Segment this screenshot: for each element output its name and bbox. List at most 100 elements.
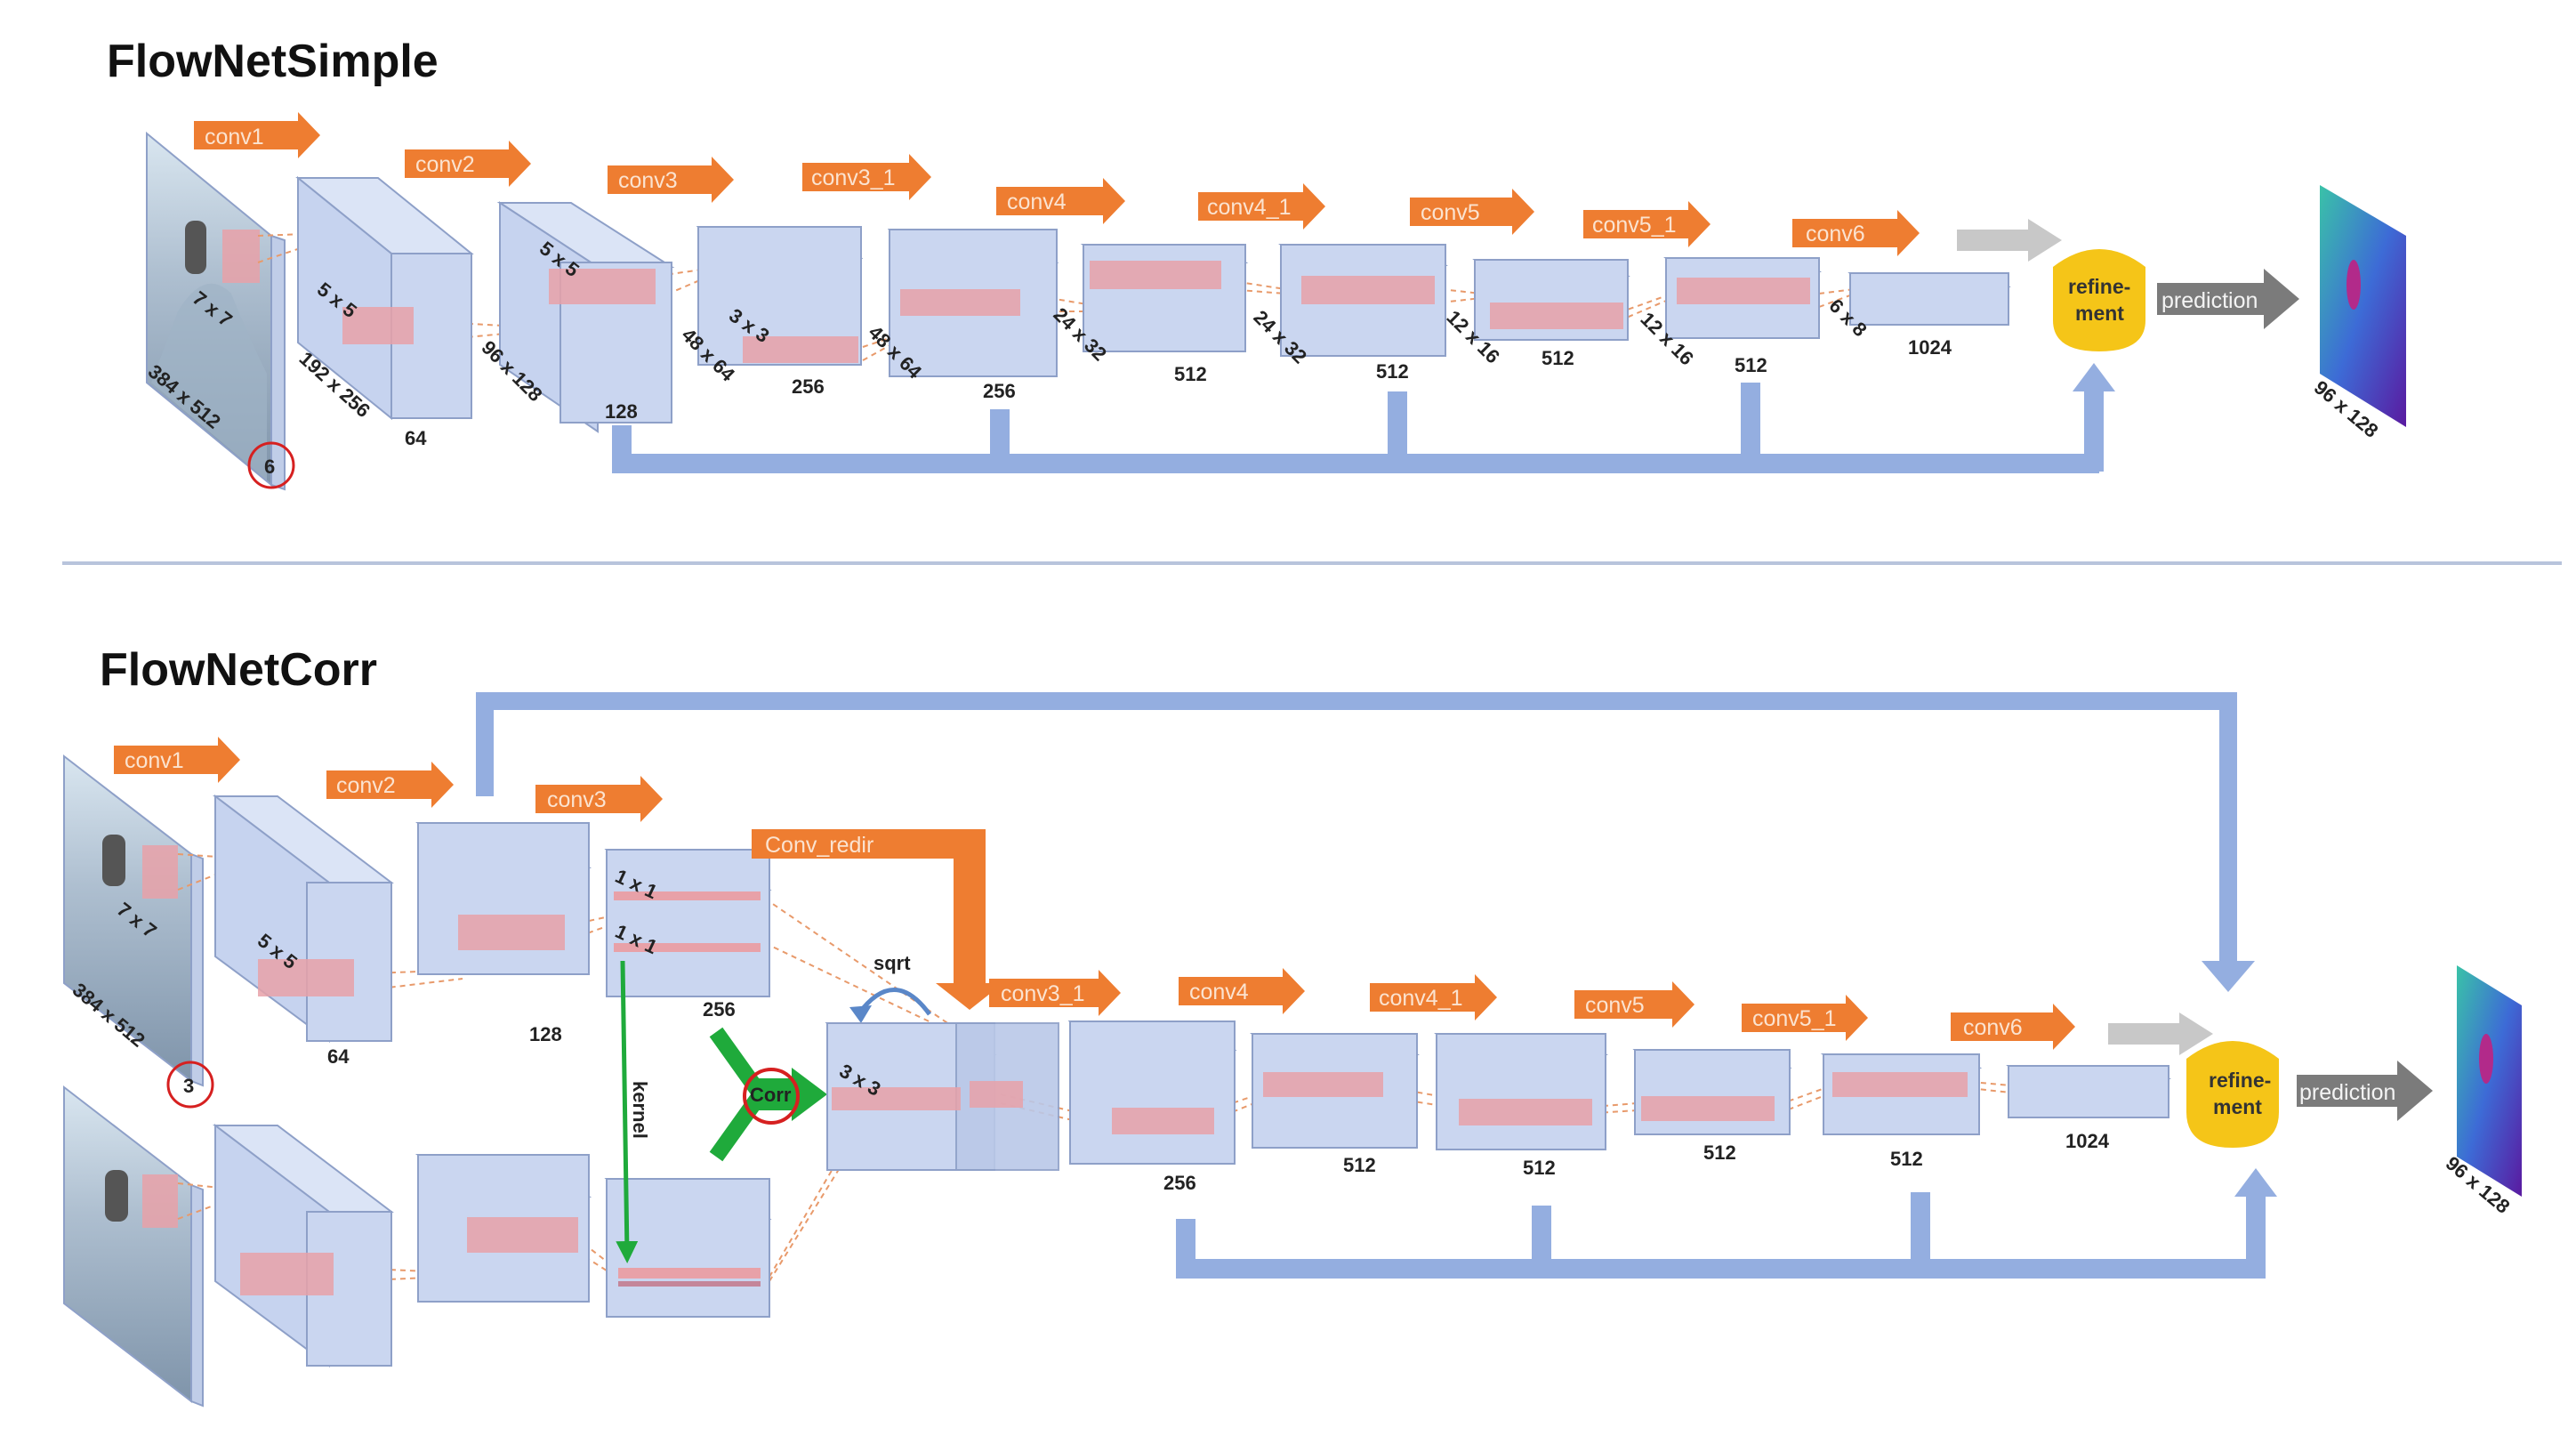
svg-text:conv1: conv1	[205, 125, 264, 149]
corr-after-block-2	[1250, 1033, 1420, 1149]
svg-text:Conv_redir: Conv_redir	[765, 833, 873, 858]
simple-block-8	[1663, 257, 1822, 339]
corr-block-2-channels: 128	[529, 1023, 562, 1045]
simple-block-5-channels: 512	[1174, 363, 1207, 385]
svg-text:conv3_1: conv3_1	[1001, 981, 1085, 1006]
svg-text:conv4_1: conv4_1	[1379, 986, 1463, 1011]
svg-text:conv5: conv5	[1421, 200, 1480, 225]
simple-block-3-channels: 256	[792, 375, 825, 398]
corr-after-block-5-channels: 512	[1890, 1148, 1923, 1170]
corr-op-conv4: conv4	[1179, 968, 1305, 1014]
kernel-label: kernel	[629, 1081, 651, 1139]
corr-op-conv-redir: Conv_redir	[752, 829, 1003, 1010]
simple-block-4	[887, 229, 1059, 377]
simple-block-6-channels: 512	[1376, 360, 1409, 383]
svg-text:conv4: conv4	[1189, 980, 1249, 1004]
simple-op-conv3: conv3	[608, 157, 734, 203]
svg-text:conv6: conv6	[1963, 1015, 2023, 1040]
simple-op-conv4-1: conv4_1	[1198, 183, 1325, 230]
corr-input-channels-circle	[166, 1061, 214, 1109]
simple-op-conv5-1: conv5_1	[1583, 201, 1711, 247]
simple-prediction-arrow: prediction	[2157, 269, 2299, 329]
corr-block-1-top	[213, 794, 394, 1043]
corr-after-block-3	[1434, 1033, 1608, 1150]
corr-op-conv3: conv3	[535, 776, 663, 822]
corr-operator: Corr	[709, 1027, 827, 1162]
svg-text:conv2: conv2	[336, 773, 396, 798]
simple-input-image	[146, 131, 286, 491]
simple-op-conv2: conv2	[405, 141, 531, 187]
simple-skip-connections	[612, 363, 2115, 473]
svg-text:conv5_1: conv5_1	[1592, 213, 1677, 238]
flownet-simple-title: FlowNetSimple	[107, 36, 439, 87]
corr-input-channels: 3	[183, 1075, 194, 1097]
corr-block-1-bottom	[213, 1123, 394, 1367]
svg-text:prediction: prediction	[2299, 1080, 2395, 1105]
simple-output-flow	[2320, 185, 2406, 427]
corr-volume-block	[825, 1022, 1059, 1171]
corr-after-block-1-channels: 256	[1163, 1172, 1196, 1194]
svg-text:conv5: conv5	[1585, 993, 1645, 1018]
sqrt-loop: sqrt	[849, 952, 932, 1023]
corr-op-conv5-1: conv5_1	[1742, 995, 1868, 1041]
corr-gray-arrow	[2108, 1012, 2213, 1055]
svg-text:conv3_1: conv3_1	[811, 165, 896, 190]
corr-op-conv1: conv1	[114, 737, 240, 783]
corr-input-image-1	[63, 754, 204, 1087]
svg-text:prediction: prediction	[2161, 288, 2258, 313]
simple-block-9	[1847, 272, 2011, 326]
simple-block-1	[295, 175, 474, 421]
corr-after-block-2-channels: 512	[1343, 1154, 1376, 1176]
corr-block-3-channels: 256	[703, 998, 736, 1020]
simple-refinement: refine- ment	[2053, 249, 2145, 351]
corr-top-skip	[476, 692, 2255, 992]
simple-block-2-channels: 128	[605, 400, 638, 423]
flownet-corr-title: FlowNetCorr	[100, 644, 377, 696]
corr-block-3-top	[604, 849, 772, 997]
svg-text:conv3: conv3	[547, 787, 607, 812]
svg-text:Corr: Corr	[750, 1084, 792, 1106]
corr-after-block-6	[2006, 1065, 2171, 1118]
corr-after-block-5	[1820, 1053, 1983, 1135]
corr-op-conv5: conv5	[1574, 981, 1695, 1028]
svg-text:ment: ment	[2075, 302, 2124, 325]
corr-refinement: refine- ment	[2186, 1041, 2279, 1148]
corr-block-3-bottom	[604, 1178, 772, 1318]
corr-output-flow	[2457, 965, 2522, 1197]
simple-block-7	[1472, 259, 1630, 341]
simple-op-conv3-1: conv3_1	[802, 154, 931, 200]
simple-input-channels-circle	[247, 441, 295, 489]
corr-after-block-6-channels: 1024	[2065, 1130, 2110, 1152]
svg-text:sqrt: sqrt	[873, 952, 911, 974]
corr-op-conv6: conv6	[1951, 1004, 2075, 1050]
corr-op-arrows: conv1 conv2 conv3 conv3_1 conv4 conv4_1	[114, 737, 2075, 1050]
svg-text:ment: ment	[2213, 1095, 2262, 1118]
corr-block-1-channels: 64	[327, 1045, 350, 1068]
corr-after-block-3-channels: 512	[1523, 1157, 1556, 1179]
svg-text:conv2: conv2	[415, 152, 475, 177]
simple-block-8-channels: 512	[1735, 354, 1767, 376]
simple-block-4-channels: 256	[983, 380, 1016, 402]
corr-block-2-top	[415, 822, 592, 975]
corr-input-image-2	[63, 1085, 204, 1408]
corr-prediction-arrow: prediction	[2297, 1061, 2433, 1121]
svg-text:refine-: refine-	[2209, 1069, 2271, 1092]
simple-block-5	[1080, 244, 1249, 352]
svg-text:conv3: conv3	[618, 168, 678, 193]
corr-after-block-4-channels: 512	[1703, 1141, 1736, 1164]
simple-op-conv1: conv1	[194, 112, 320, 158]
corr-op-conv3-1: conv3_1	[989, 970, 1121, 1016]
svg-text:conv1: conv1	[125, 748, 184, 773]
kernel-arrow	[616, 960, 639, 1263]
flownet-corr-section: FlowNetCorr 7 x 7 384 x 512 3	[63, 644, 2522, 1408]
corr-op-conv4-1: conv4_1	[1370, 974, 1497, 1020]
flownet-simple-section: FlowNetSimple 7 x 7 384 x 512 6	[107, 36, 2406, 491]
simple-input-channels: 6	[264, 456, 275, 478]
simple-block-6	[1278, 244, 1448, 357]
svg-text:refine-: refine-	[2068, 275, 2130, 298]
simple-block-2	[496, 201, 675, 433]
simple-op-conv6: conv6	[1792, 210, 1920, 256]
simple-op-conv5: conv5	[1410, 189, 1534, 235]
simple-op-arrows: conv1 conv2 conv3 conv3_1 conv4 conv4_1	[194, 112, 1920, 256]
